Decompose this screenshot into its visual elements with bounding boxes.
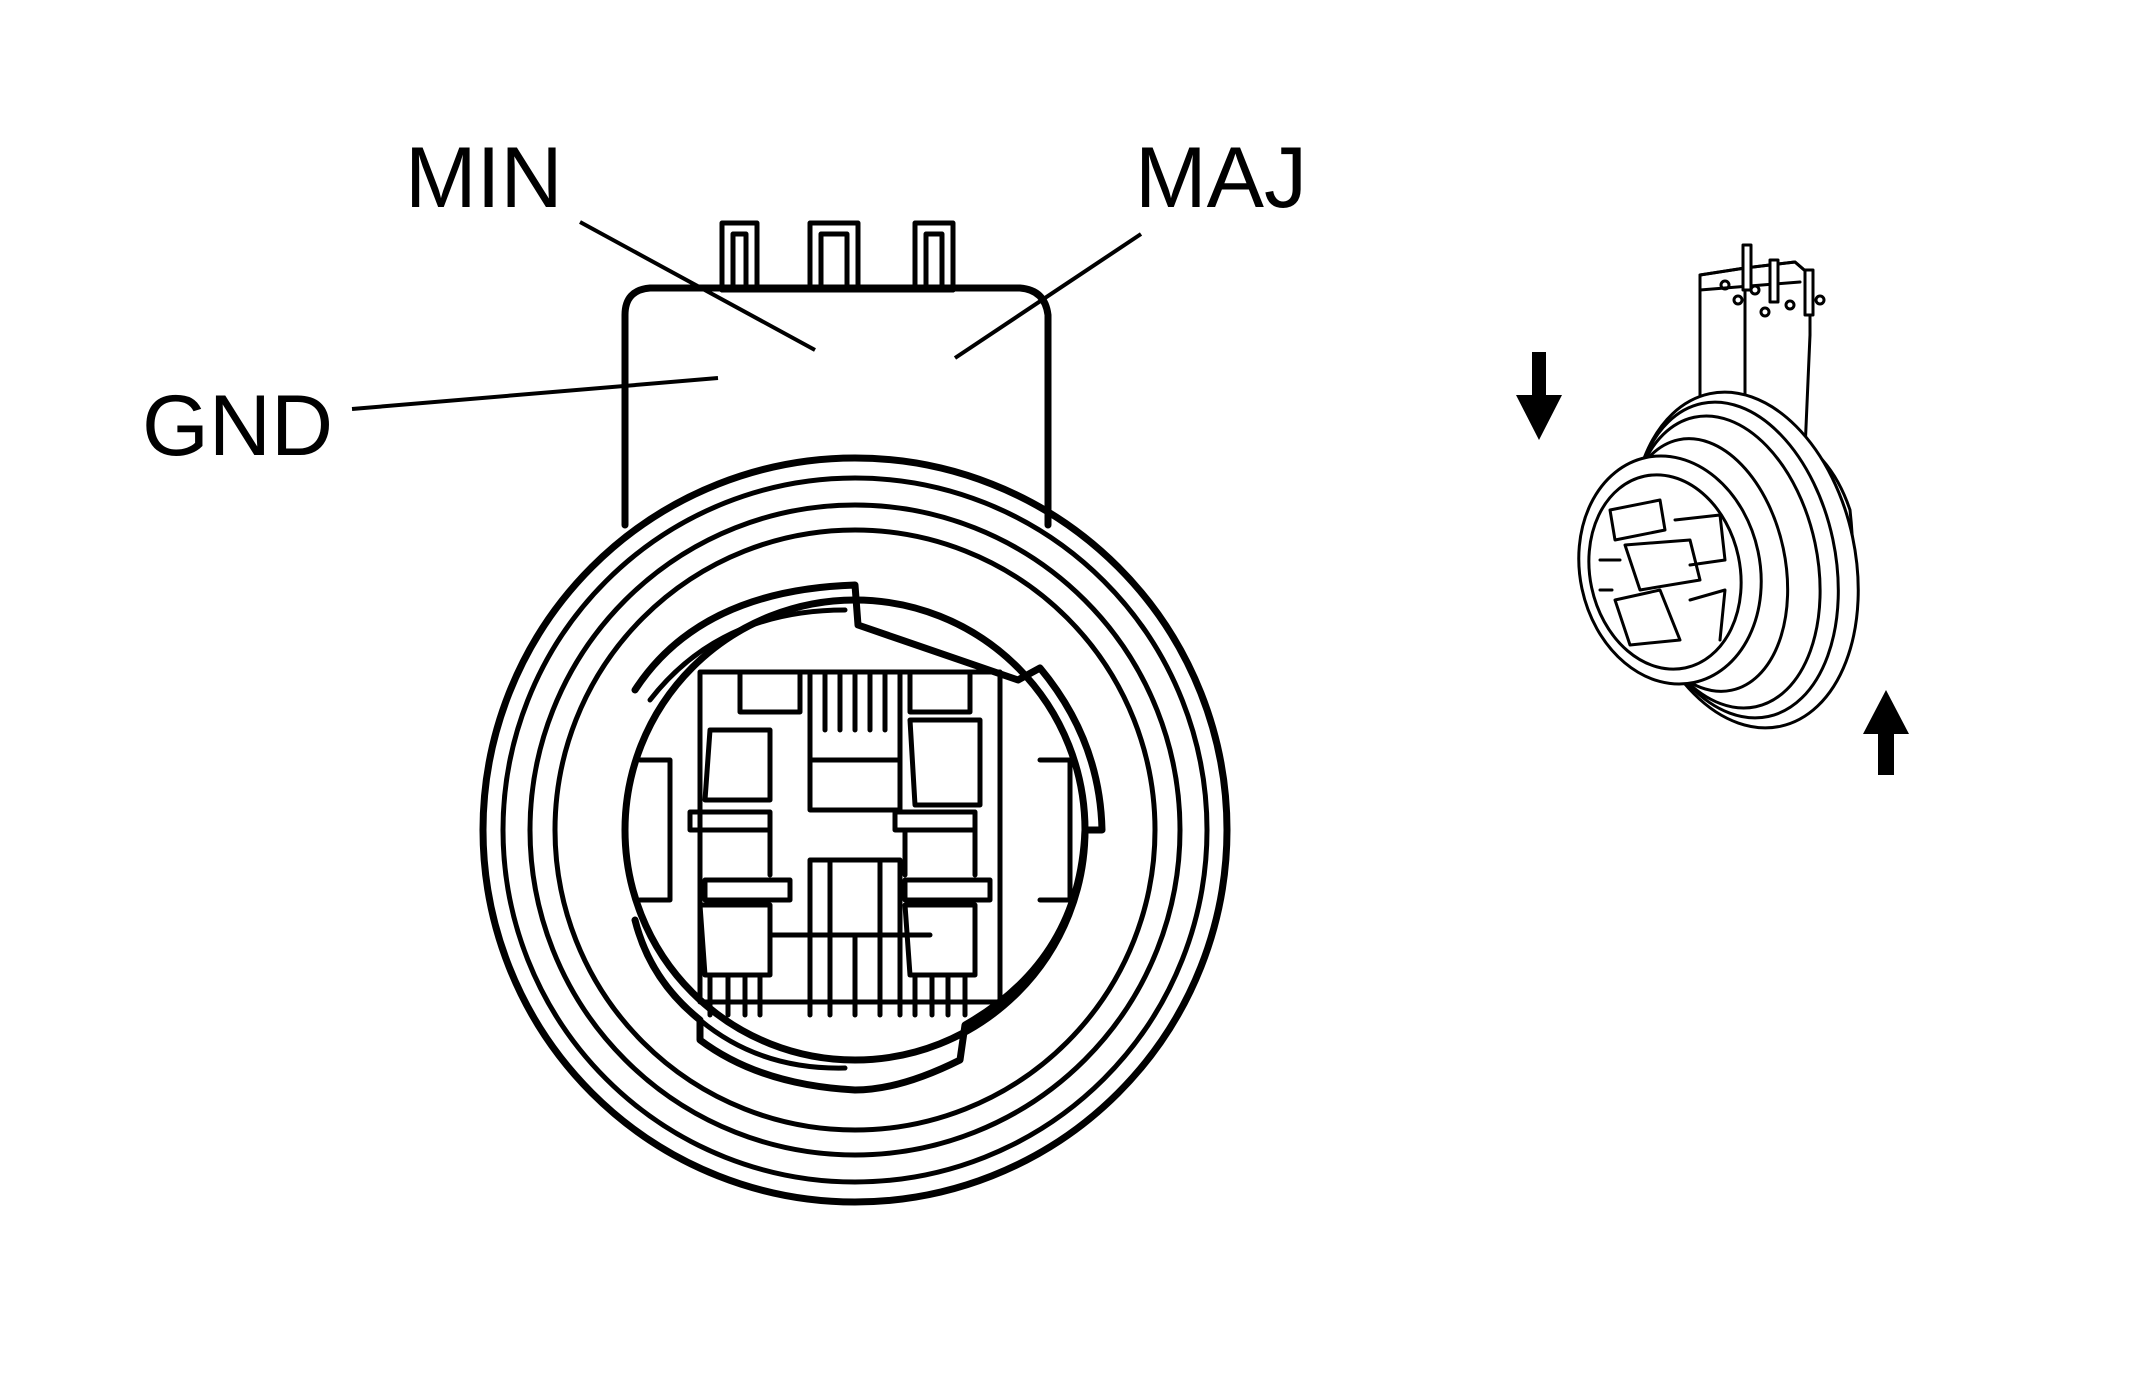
- up-arrow: [1863, 690, 1909, 775]
- outer-ring: [479, 454, 1231, 1206]
- terminal-cavities: [687, 669, 1003, 1018]
- socket-cavity: [621, 596, 1089, 1064]
- maj-label: MAJ: [1135, 130, 1307, 226]
- rear-pins: [1719, 243, 1826, 318]
- face-terminals: [1598, 498, 1727, 647]
- leader-lines: [351, 220, 1143, 411]
- down-arrow: [1516, 352, 1562, 440]
- maj-leader: [953, 232, 1143, 360]
- connector-perspective-view: [1516, 243, 1909, 775]
- connector-front-view: GND MIN MAJ: [142, 130, 1307, 1206]
- gnd-leader: [351, 376, 719, 411]
- min-label: MIN: [405, 130, 563, 226]
- gnd-label: GND: [142, 378, 333, 474]
- connector-housing: [621, 284, 1052, 529]
- terminal-tabs: [719, 220, 956, 293]
- min-leader: [579, 220, 816, 352]
- key-bezel: [631, 581, 1106, 1094]
